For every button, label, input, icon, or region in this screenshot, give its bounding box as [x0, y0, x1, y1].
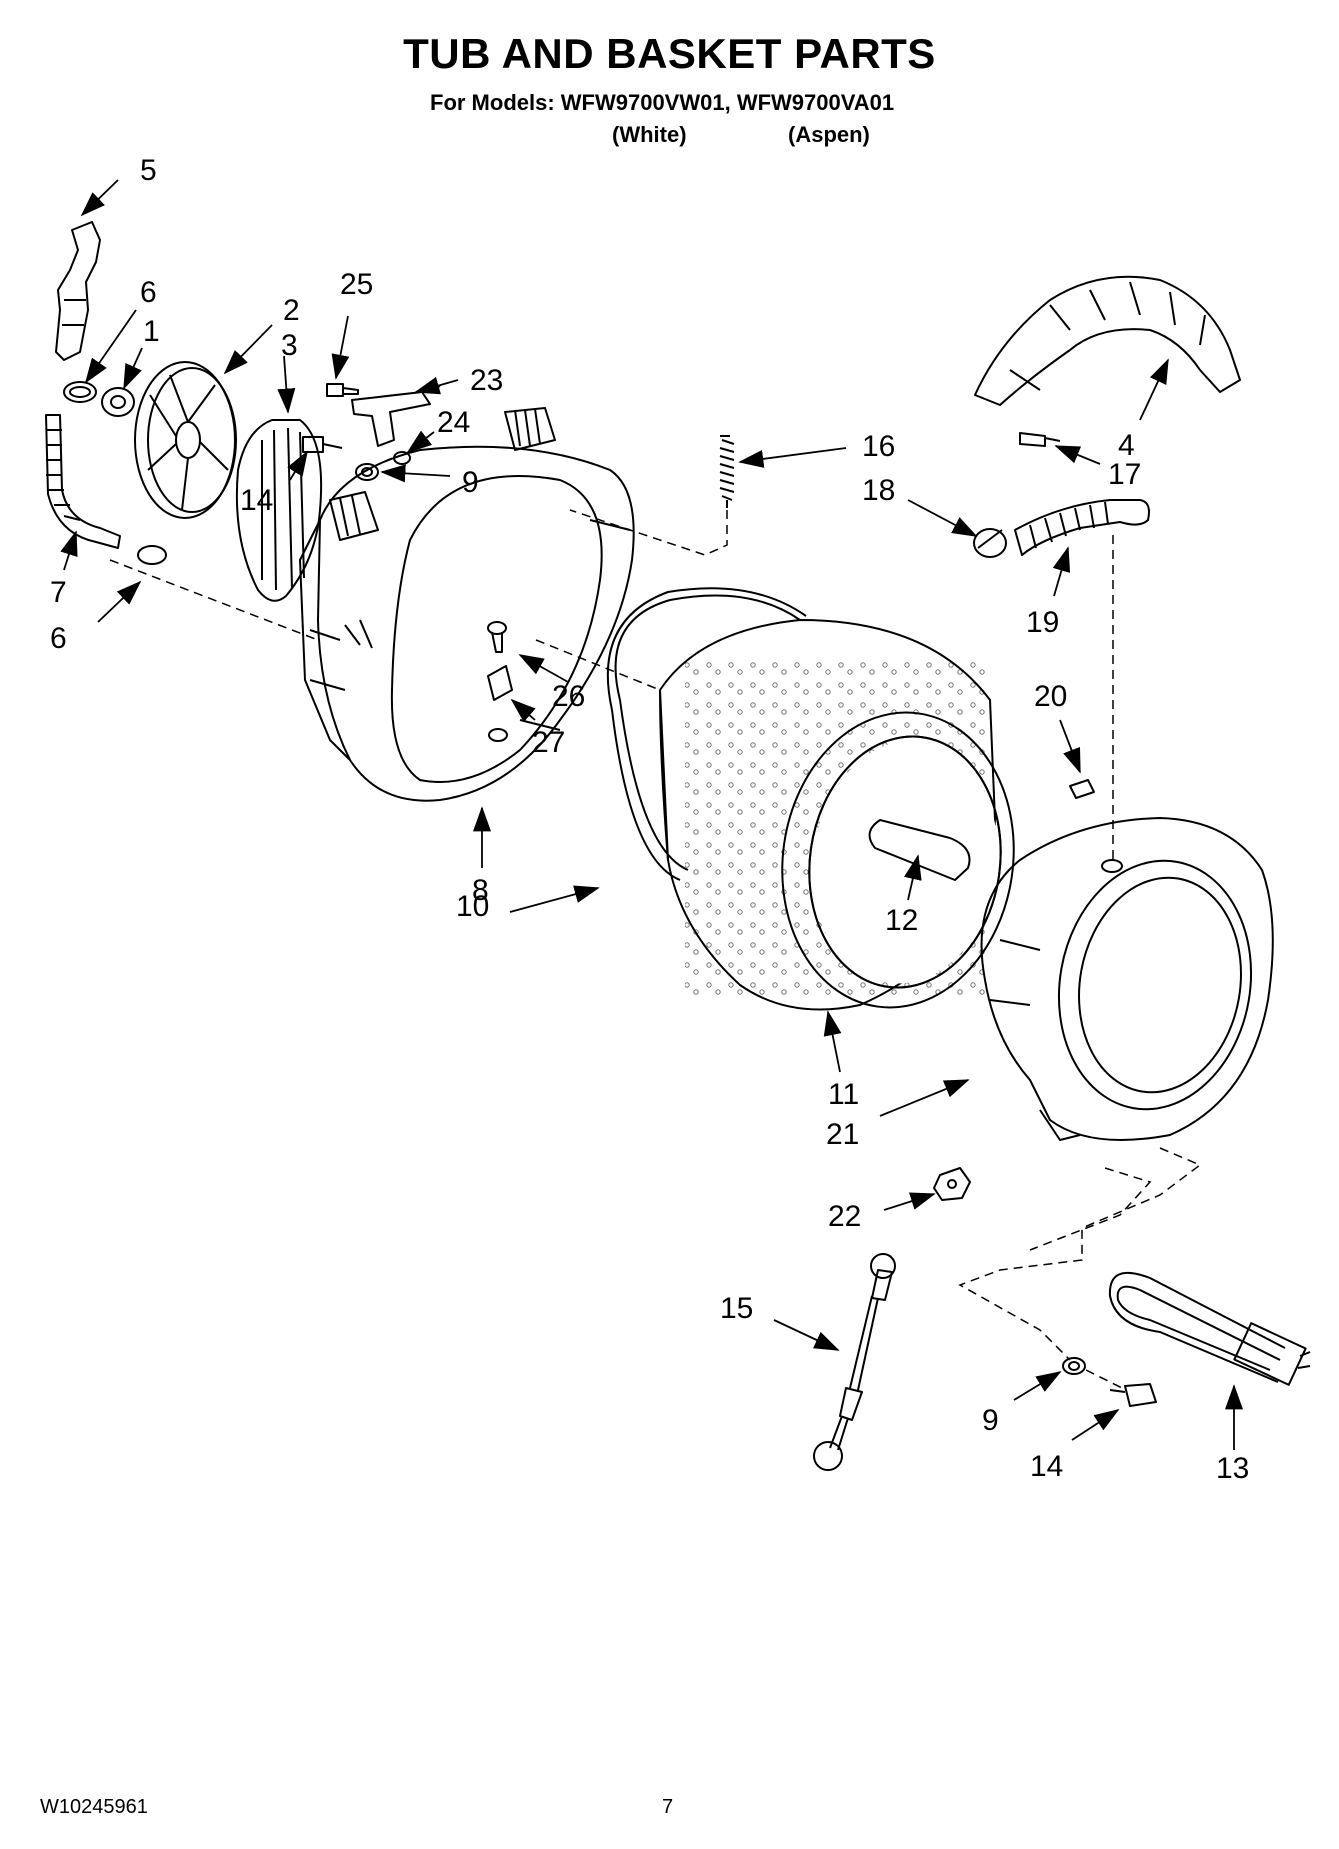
part-9-lower-grommet [1062, 1357, 1086, 1375]
leader-6-upper [84, 309, 137, 384]
assembly-line-heater-rear [1029, 1167, 1152, 1251]
part-14-lower-connector [1109, 1383, 1157, 1407]
callout-9-upper: 9 [462, 466, 479, 499]
models-line: For Models: WFW9700VW01, WFW9700VA01 [430, 90, 895, 115]
callout-15: 15 [720, 1292, 753, 1325]
leader-21 [879, 1079, 970, 1117]
leader-20 [1059, 719, 1081, 774]
callout-2: 2 [283, 294, 300, 327]
callout-12: 12 [885, 904, 918, 937]
part-15-damper [813, 1253, 896, 1471]
part-20-pad [1069, 779, 1095, 799]
leader-12 [904, 854, 922, 901]
callout-10: 10 [456, 890, 489, 923]
part-3-drive-belt [235, 419, 323, 602]
leader-24 [406, 430, 435, 454]
part-4-tub-cover [974, 275, 1241, 406]
callout-13: 13 [1216, 1452, 1249, 1485]
part-1-nut [101, 387, 135, 417]
callout-5: 5 [140, 154, 157, 187]
leader-23 [414, 376, 459, 395]
leader-14-upper [287, 450, 308, 481]
part-10-seal-ring [606, 587, 807, 881]
callout-22: 22 [828, 1200, 861, 1233]
leader-27 [510, 698, 536, 723]
callout-3: 3 [281, 329, 298, 362]
leader-6-lower [97, 580, 142, 623]
document-number: W10245961 [40, 1796, 148, 1818]
callout-6-upper: 6 [140, 276, 157, 309]
part-5-drain-hose-elbow [55, 221, 101, 361]
leader-4 [1139, 358, 1169, 421]
leader-19 [1052, 546, 1071, 597]
callout-11: 11 [828, 1078, 859, 1111]
part-14-upper-connector [302, 436, 343, 453]
callout-4: 4 [1118, 429, 1135, 462]
callout-21: 21 [826, 1118, 859, 1151]
callout-25: 25 [340, 268, 373, 301]
part-13-heater-element [1108, 1271, 1311, 1386]
part-8-rear-tub [299, 407, 635, 802]
part-22-gasket [933, 1167, 971, 1201]
page-title: TUB AND BASKET PARTS [403, 30, 936, 77]
part-26-bolt [487, 621, 507, 653]
assembly-line-grommet-to-connector [1085, 1369, 1123, 1389]
leader-14-lower [1071, 1409, 1120, 1441]
leader-7 [60, 530, 78, 571]
leader-16 [738, 447, 847, 468]
callout-16: 16 [862, 430, 895, 463]
part-12-baffle [868, 819, 971, 881]
callout-24: 24 [437, 406, 470, 439]
part-27-clip [487, 665, 513, 742]
callout-19: 19 [1026, 606, 1059, 639]
leader-9-upper [380, 464, 451, 483]
callout-14-lower: 14 [1030, 1450, 1063, 1483]
part-18-clamp [973, 528, 1007, 558]
part-11-basket-drum [659, 619, 1015, 1011]
leader-18 [907, 499, 978, 537]
leader-17 [1054, 445, 1101, 465]
leader-26 [518, 654, 569, 683]
callout-1: 1 [143, 315, 160, 348]
callout-26: 26 [552, 680, 585, 713]
variant-aspen-label: (Aspen) [788, 122, 870, 147]
part-7-corrugated-hose [45, 414, 121, 549]
part-17-screw [1019, 432, 1061, 447]
callout-8: 8 [472, 874, 489, 907]
callout-6-lower: 6 [50, 622, 67, 655]
callout-17: 17 [1108, 458, 1141, 491]
part-25-screw [326, 383, 359, 397]
assembly-line-spring [569, 509, 728, 556]
leader-5 [80, 179, 119, 217]
part-6-upper-hose-clamp [63, 381, 97, 403]
assembly-line-hose-to-tub [109, 559, 319, 641]
assembly-line-tub-to-basket [535, 639, 661, 691]
variant-white-label: (White) [612, 122, 687, 147]
leader-22 [883, 1192, 936, 1211]
callout-20: 20 [1034, 680, 1067, 713]
callout-9-lower: 9 [982, 1404, 999, 1437]
leader-3 [277, 355, 296, 414]
part-16-spring [719, 435, 735, 508]
leader-15 [773, 1319, 840, 1351]
part-21-front-tub [980, 817, 1274, 1141]
leader-25 [331, 315, 350, 380]
callout-27: 27 [532, 726, 565, 759]
assembly-line-lower-heater [958, 1147, 1202, 1361]
callout-23: 23 [470, 364, 503, 397]
part-6-lower-hose-clamp [137, 545, 167, 565]
page-number: 7 [662, 1796, 674, 1818]
callout-7: 7 [50, 576, 67, 609]
part-2-pulley [134, 361, 237, 519]
leader-9-lower [1013, 1371, 1062, 1401]
callout-18: 18 [862, 474, 895, 507]
leader-10 [509, 885, 600, 913]
leader-1 [123, 347, 143, 390]
leader-11 [823, 1010, 842, 1073]
part-19-bellows-hose [1014, 499, 1150, 556]
leader-2 [223, 324, 273, 375]
callout-14-upper: 14 [240, 484, 273, 517]
